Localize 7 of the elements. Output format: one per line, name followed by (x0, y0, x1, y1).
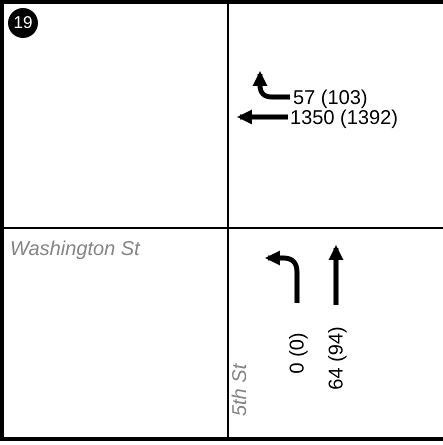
volume-label: 57 (103) (293, 88, 368, 108)
street-name: Washington St (10, 239, 140, 259)
volume-label: 0 (0) (287, 332, 308, 374)
street-name: 5th St (230, 364, 250, 416)
volume-label: 64 (94) (326, 326, 346, 390)
number-badge: 19 (8, 8, 38, 38)
volume-label: 1350 (1392) (290, 108, 398, 128)
